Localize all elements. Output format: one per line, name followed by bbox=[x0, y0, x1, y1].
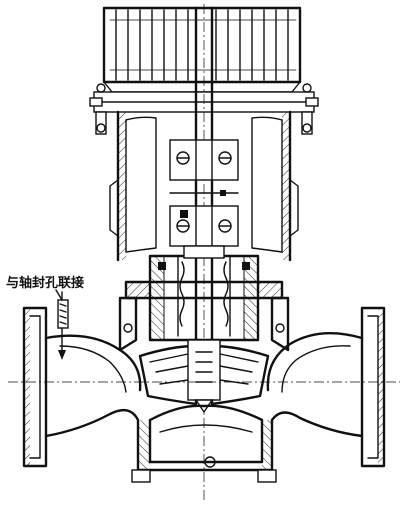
motor-fan-cover bbox=[102, 6, 302, 93]
pump-cover bbox=[118, 280, 290, 352]
pump-casing bbox=[22, 306, 386, 483]
motor-bracket bbox=[109, 110, 299, 262]
seal-flush-pipe bbox=[57, 291, 69, 360]
impeller bbox=[138, 339, 270, 414]
shaft-coupling bbox=[169, 139, 239, 247]
callout-leader bbox=[55, 289, 63, 301]
seal-connection-callout: 与轴封孔联接 bbox=[6, 276, 85, 291]
fan-cover-ribs bbox=[109, 9, 297, 81]
